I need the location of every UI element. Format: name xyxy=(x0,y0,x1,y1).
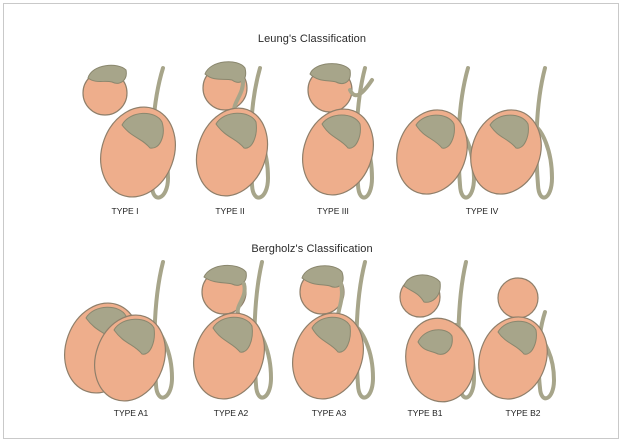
bergholz-type-b2-diagram xyxy=(468,278,559,409)
leung-type-3-label: TYPE III xyxy=(288,206,378,216)
bergholz-type-a3-label: TYPE A3 xyxy=(284,408,374,418)
leung-type-4-diagram xyxy=(385,68,552,204)
leung-type-1-diagram xyxy=(83,65,188,207)
bergholz-type-a3-diagram xyxy=(281,262,375,409)
leung-type-3-diagram xyxy=(291,64,385,205)
leung-type-2-diagram xyxy=(185,62,280,206)
bergholz-type-a1-label: TYPE A1 xyxy=(86,408,176,418)
bergholz-type-b1-label: TYPE B1 xyxy=(380,408,470,418)
leung-type-1-label: TYPE I xyxy=(80,206,170,216)
bergholz-type-b1-diagram xyxy=(399,262,481,407)
bergholz-type-b2-label: TYPE B2 xyxy=(478,408,568,418)
bergholz-type-a2-label: TYPE A2 xyxy=(186,408,276,418)
bergholz-type-a1-diagram xyxy=(52,262,177,411)
leung-type-4-label: TYPE IV xyxy=(437,206,527,216)
leung-type-2-label: TYPE II xyxy=(185,206,275,216)
bergholz-type-a2-diagram xyxy=(182,262,276,409)
